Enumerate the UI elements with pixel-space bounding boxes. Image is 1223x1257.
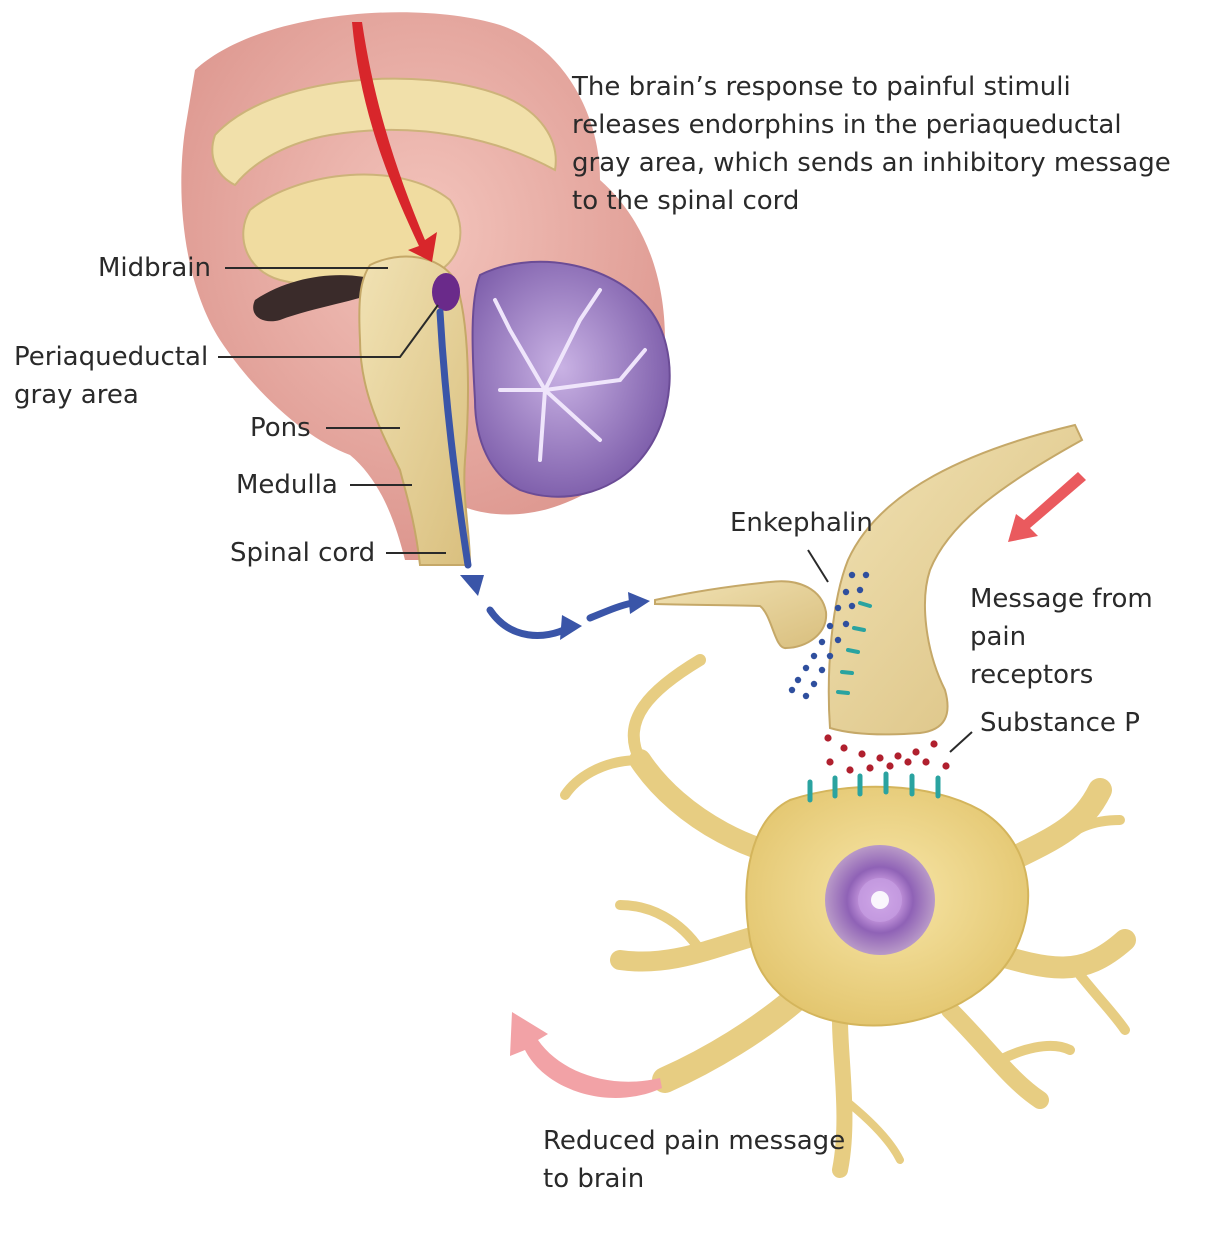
incoming-message-arrow: [1008, 472, 1086, 542]
substance-p-molecule: [826, 758, 834, 766]
label-reduced-line-2: to brain: [543, 1164, 645, 1194]
brain-section: [181, 12, 671, 566]
caption-line-2: releases endorphins in the periaqueducta…: [572, 110, 1122, 140]
enkephalin-molecule: [848, 602, 856, 610]
substance-p-leader: [949, 731, 973, 753]
label-substance-p: Substance P: [980, 708, 1140, 738]
enkephalin-molecule: [848, 571, 856, 579]
substance-p-molecule: [912, 748, 920, 756]
enkephalin-molecule: [826, 622, 834, 630]
substance-p-molecule: [894, 752, 902, 760]
substance-p-molecule: [930, 740, 938, 748]
substance-p-molecule: [886, 762, 894, 770]
label-enkephalin: Enkephalin: [730, 508, 873, 538]
substance-p-molecule: [942, 762, 950, 770]
caption-line-1: The brain’s response to painful stimuli: [572, 72, 1071, 102]
pag-leader: [218, 304, 439, 358]
label-message-line-2: pain: [970, 622, 1027, 652]
label-reduced-line-1: Reduced pain message: [543, 1126, 846, 1156]
substance-p-molecule: [904, 758, 912, 766]
inhibitory-arrowhead-3: [628, 592, 650, 614]
enkephalin-molecule: [826, 652, 834, 660]
enkephalin-molecule: [842, 588, 850, 596]
interneuron-terminal: [654, 580, 828, 649]
enkephalin-molecule: [802, 692, 810, 700]
label-spinal-cord: Spinal cord: [230, 538, 376, 568]
substance-p-molecule: [840, 744, 848, 752]
substance-p-molecule: [824, 734, 832, 742]
enkephalin-molecule: [842, 620, 850, 628]
enkephalin-molecule: [818, 638, 826, 646]
enkephalin-molecule: [810, 652, 818, 660]
inhibitory-arrow-segment-2: [486, 606, 572, 639]
enkephalin-molecule: [834, 604, 842, 612]
leader-lines: [218, 267, 973, 753]
neuron-dendrites: [560, 654, 1136, 1178]
cerebellum: [471, 260, 671, 498]
substance-p-molecule: [858, 750, 866, 758]
inhibitory-arrowhead-2: [560, 615, 582, 640]
spinal-neuron: [560, 654, 1136, 1178]
enkephalin-molecule: [818, 666, 826, 674]
enkephalin-molecule: [802, 664, 810, 672]
label-medulla: Medulla: [236, 470, 338, 500]
pain-receptor-axon: [827, 423, 1084, 736]
descending-inhibitory-arrow: [436, 308, 472, 569]
substance-p-molecule: [846, 766, 854, 774]
label-midbrain: Midbrain: [98, 253, 211, 283]
enkephalin-molecule: [810, 680, 818, 688]
label-pag-line-2: gray area: [14, 380, 139, 410]
reduced-message-arrow: [510, 1012, 662, 1098]
inhibitory-arrowhead-1: [460, 575, 484, 596]
periaqueductal-gray-dot: [432, 273, 460, 311]
inhibitory-arrow-segment-3: [586, 599, 636, 622]
substance-p-receptors: [807, 771, 941, 803]
cerebellum-arbor-vitae: [493, 288, 647, 462]
enkephalin-leader: [807, 549, 829, 583]
enkephalin-receptors: [836, 601, 872, 695]
enkephalin-molecule: [856, 586, 864, 594]
enkephalin-molecules: [788, 571, 870, 700]
substance-p-molecule: [922, 758, 930, 766]
label-pons: Pons: [250, 413, 311, 443]
enkephalin-molecule: [862, 571, 870, 579]
substance-p-molecule: [866, 764, 874, 772]
corpus-callosum: [211, 77, 557, 187]
label-message-line-1: Message from: [970, 584, 1153, 614]
enkephalin-molecule: [834, 636, 842, 644]
pain-signal-arrow: [352, 22, 437, 262]
substance-p-molecules: [824, 734, 950, 774]
label-message-line-3: receptors: [970, 660, 1094, 690]
ventricle: [253, 275, 390, 322]
caption-line-3: gray area, which sends an inhibitory mes…: [572, 148, 1171, 178]
caption-line-4: to the spinal cord: [572, 186, 800, 216]
enkephalin-molecule: [794, 676, 802, 684]
label-pag-line-1: Periaqueductal: [14, 342, 209, 372]
enkephalin-molecule: [788, 686, 796, 694]
substance-p-molecule: [876, 754, 884, 762]
